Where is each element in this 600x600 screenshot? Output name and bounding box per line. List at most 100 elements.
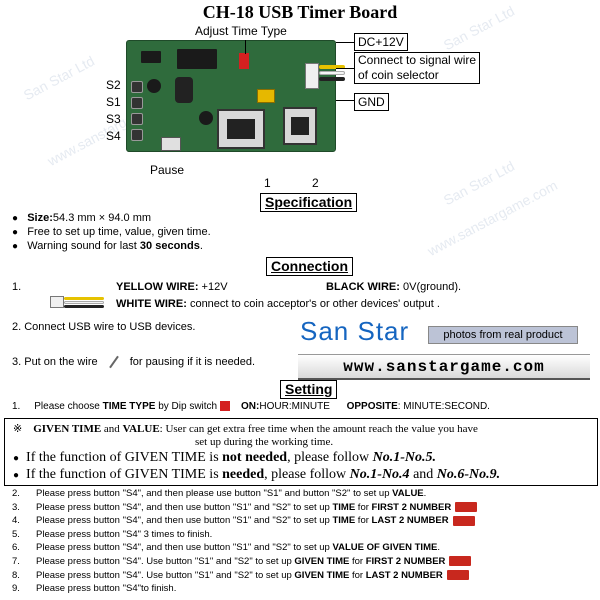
digit-display-icon [452,515,475,526]
step-bold2: FIRST 2 NUMBER [371,501,452,513]
connection-white: WHITE WIRE: connect to coin acceptor's o… [116,298,440,310]
spec-item-setup: ● Free to set up time, value, given time… [12,226,211,238]
step-bold2: FIRST 2 NUMBER [365,555,446,567]
watermark: San Star Ltd [20,52,98,104]
black-wire-value: 0V(ground). [399,281,462,293]
given-b2-ref2: No.6-No.9. [436,467,501,482]
s3-button-icon [131,113,143,125]
setting-s1-bold: TIME TYPE [102,401,156,412]
callout-s3: S3 [106,112,121,126]
callout-s1: S1 [106,95,121,109]
wire-connector-icon [50,294,108,310]
step-text: Please press button "S4", and then pleas… [36,488,393,499]
step-post: for [355,501,372,513]
connection-yellow: YELLOW WIRE: +12V [116,281,228,293]
reference-mark-icon: ※ [13,423,23,435]
setting-s1-mid: by Dip switch [155,401,218,412]
spec-warning-bold: 30 seconds [139,240,200,252]
spec-size-label: Size: [27,212,53,224]
brand-url: www.sanstargame.com [298,354,590,380]
callout-pause: Pause [150,163,185,177]
pause-switch-icon [161,137,181,151]
setting-step: 6. Please press button "S4", and then use… [12,542,596,556]
s2-button-icon [131,81,143,93]
callout-gnd: GND [354,93,389,111]
step-post: for [349,569,366,581]
setting-opposite-label: OPPOSITE [346,401,398,412]
s1-button-icon [131,97,143,109]
watermark: www.sanstargame.com [424,176,561,260]
given-desc2: set up during the working time. [195,436,334,448]
setting-step: 7.Please press button "S4". Use button "… [12,556,596,570]
step-text: Please press button "S4". Use button "S1… [36,555,295,567]
given-b2-bold: needed [222,467,265,482]
step-bold: VALUE [392,488,424,499]
step-number: 8. [12,569,20,581]
setting-step: 9. Please press button "S4"to finish. [12,583,596,597]
step-number: 6. [12,542,20,554]
s4-button-icon [131,129,143,141]
step-text: Please press button "S4", and then use b… [36,515,333,527]
connection-n3-post: for pausing if it is needed. [129,356,256,368]
connection-num-1: 1. [12,281,22,293]
connection-num-3: 3. Put on the wire for pausing if it is … [12,355,256,369]
step-text: Please press button "S4" 3 times to fini… [36,528,213,540]
digit-display-icon [455,502,478,513]
setting-on-label: ON: [241,401,260,412]
setting-s1-pre: Please choose [34,401,103,412]
step-post: . [423,488,427,499]
step-bold2: LAST 2 NUMBER [371,515,449,527]
spec-warning-post: . [199,240,203,252]
usb-port-1 [217,109,265,149]
callout-dc12v: DC+12V [354,33,408,51]
connection-n3-pre: 3. Put on the wire [12,356,98,368]
black-wire-label: BLACK WIRE: [326,281,400,293]
step-bold: GIVEN TIME [294,555,350,567]
connection-heading: Connection [266,257,353,276]
setting-heading: Setting [280,380,338,399]
brand-name: San Star [300,316,410,346]
dip-switch-icon [219,401,230,412]
yellow-wire-value: +12V [198,281,228,293]
step-text: Please press button "S4". Use button "S1… [36,569,295,581]
specification-heading: Specification [260,193,358,212]
spec-item-warning: ● Warning sound for last 30 seconds. [12,240,203,252]
dip-switch-icon [239,53,249,69]
callout-s4: S4 [106,129,121,143]
spec-setup-text: Free to set up time, value, given time. [27,226,211,238]
callout-signal-wire-line1: Connect to signal wire [358,53,477,67]
setting-s1-num: 1. [12,401,21,412]
callout-signal-wire-line2: of coin selector [358,68,439,82]
setting-step: 5.Please press button "S4" 3 times to fi… [12,529,596,543]
step-number: 9. [12,583,20,595]
white-wire-label: WHITE WIRE: [116,298,187,310]
setting-step: 3.Please press button "S4", and then use… [12,502,596,516]
step-text: Please press button "S4", and then use b… [36,501,333,513]
given-b1-pre: If the function of GIVEN TIME is [26,450,223,465]
setting-on-value: HOUR:MINUTE [259,401,330,412]
connection-num-2: 2. Connect USB wire to USB devices. [12,321,196,333]
given-b2-ref1: No.1-No.4 [349,467,410,482]
connection-black: BLACK WIRE: 0V(ground). [326,281,461,293]
step-number: 2. [12,488,20,499]
callout-s2: S2 [106,78,121,92]
page-title: CH-18 USB Timer Board [202,2,398,22]
step-number: 4. [12,515,20,527]
step-text: Please press button "S4"to finish. [36,583,177,595]
usb-port-2 [283,107,317,145]
white-wire-value: connect to coin acceptor's or other devi… [186,298,440,310]
digit-display-icon [449,556,472,567]
step-bold: TIME [332,501,356,513]
step-bold: GIVEN TIME [294,569,350,581]
step-text: Please press button "S4", and then use b… [36,542,333,554]
setting-opposite-value: : MINUTE:SECOND. [397,401,490,412]
given-b1-ref: No.1-No.5. [372,450,437,465]
spec-item-size: ● Size:54.3 mm × 94.0 mm [12,212,152,224]
spec-warning-pre: Warning sound for last [27,240,140,252]
setting-step-1: 1. Please choose TIME TYPE by Dip switch… [12,401,490,412]
given-desc1: : User can get extra free time when the … [159,423,478,435]
given-time-label: GIVEN TIME [33,423,102,435]
yellow-wire-label: YELLOW WIRE: [116,281,199,293]
setting-step: 4. Please press button "S4", and then use… [12,515,596,529]
digit-display-icon [446,570,469,581]
